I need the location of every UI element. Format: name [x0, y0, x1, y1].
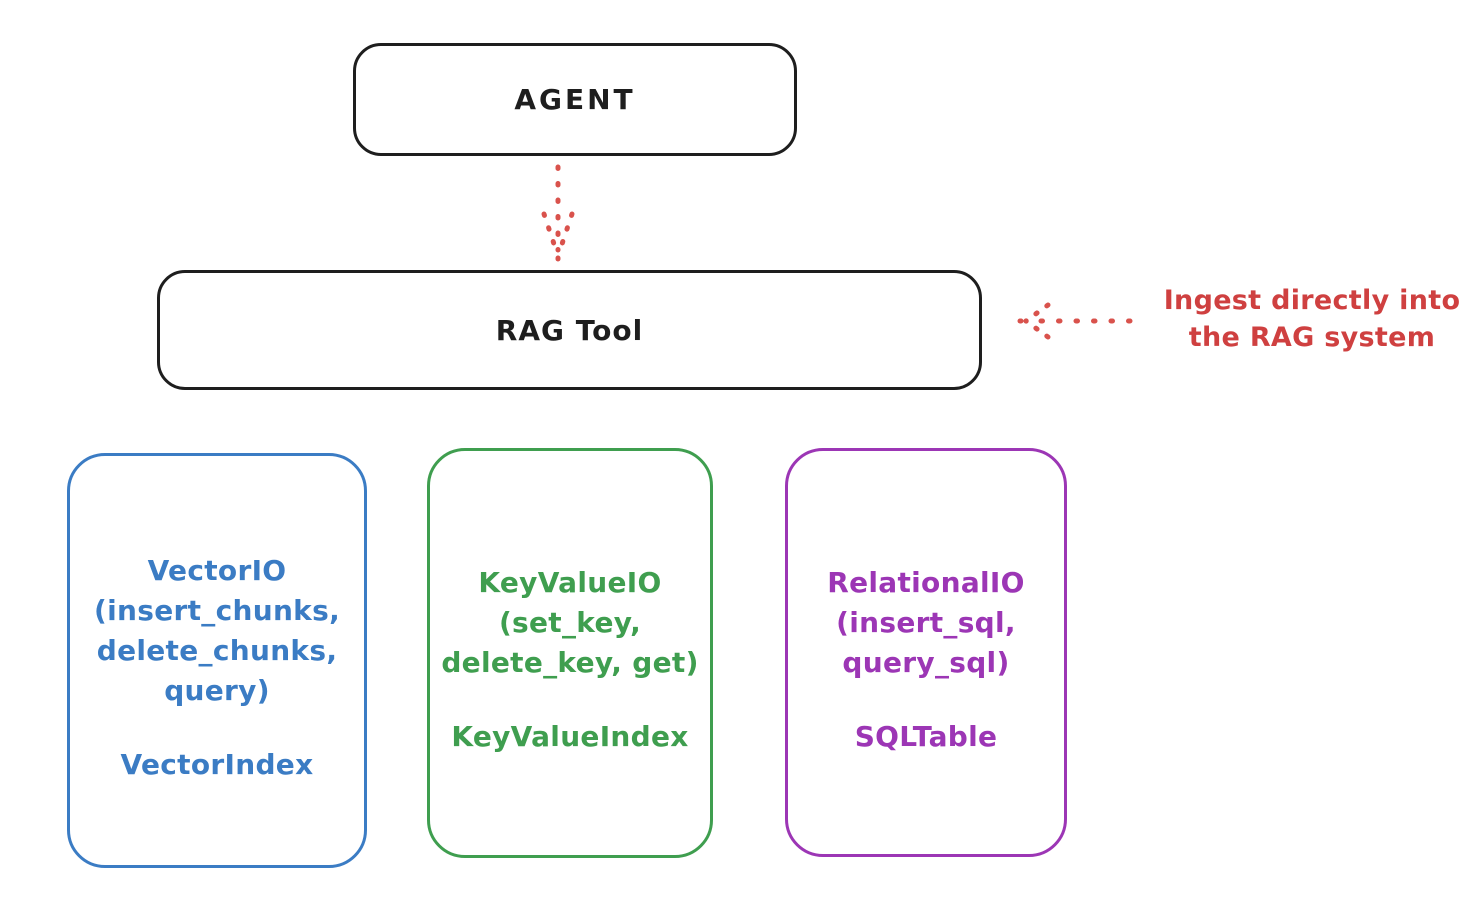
agent-node: AGENT — [353, 43, 797, 156]
vector-io-title: VectorIO — [147, 553, 287, 587]
relational-io-methods-line1: (insert_sql, — [836, 605, 1016, 639]
keyvalue-io-node: KeyValueIO (set_key, delete_key, get) Ke… — [427, 448, 713, 858]
ingest-annotation-line2: the RAG system — [1188, 322, 1436, 353]
vector-io-methods-line2: delete_chunks, — [96, 633, 338, 667]
keyvalue-index-label: KeyValueIndex — [451, 720, 689, 753]
relational-io-methods-line2: query_sql) — [842, 645, 1010, 679]
keyvalue-io-methods-line2: delete_key, get) — [441, 646, 699, 679]
keyvalue-io-title: KeyValueIO — [478, 566, 662, 599]
vector-io-methods-line1: (insert_chunks, — [94, 593, 340, 627]
relational-io-title: RelationalIO — [827, 565, 1025, 599]
sql-table-label: SQLTable — [854, 719, 998, 753]
agent-to-rag-arrow — [541, 164, 575, 262]
vector-index-label: VectorIndex — [120, 747, 314, 781]
vector-io-node: VectorIO (insert_chunks, delete_chunks, … — [67, 453, 367, 868]
rag-tool-label: RAG Tool — [495, 313, 644, 347]
vector-io-methods-line3: query) — [164, 673, 270, 707]
rag-tool-node: RAG Tool — [157, 270, 982, 390]
annotation-to-rag-arrow — [1017, 302, 1133, 340]
agent-label: AGENT — [514, 83, 636, 116]
ingest-annotation: Ingest directly into the RAG system — [1140, 282, 1484, 356]
relational-io-node: RelationalIO (insert_sql, query_sql) SQL… — [785, 448, 1067, 857]
keyvalue-io-methods-line1: (set_key, — [498, 606, 642, 639]
ingest-annotation-line1: Ingest directly into — [1163, 285, 1461, 316]
